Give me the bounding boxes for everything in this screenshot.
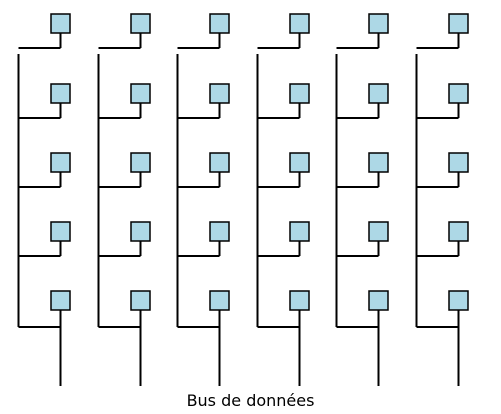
memory-cell-box <box>368 13 389 34</box>
memory-cell-box <box>50 152 71 173</box>
memory-cell-box <box>289 152 310 173</box>
memory-cell-box <box>368 152 389 173</box>
memory-cell-box <box>130 13 151 34</box>
bus-column-2 <box>97 13 151 386</box>
memory-cell-box <box>368 221 389 242</box>
memory-cell-box <box>289 290 310 311</box>
memory-cell-box <box>209 152 230 173</box>
memory-cell-box <box>448 290 469 311</box>
memory-cell-box <box>448 221 469 242</box>
memory-cell-box <box>130 152 151 173</box>
memory-cell-box <box>130 221 151 242</box>
memory-cell-box <box>50 221 71 242</box>
memory-cell-box <box>50 13 71 34</box>
bus-column-3 <box>176 13 230 386</box>
memory-cell-box <box>209 83 230 104</box>
memory-cell-box <box>50 290 71 311</box>
memory-cell-box <box>130 290 151 311</box>
bus-column-5 <box>335 13 389 386</box>
memory-cell-box <box>209 290 230 311</box>
memory-cell-box <box>289 83 310 104</box>
memory-cell-box <box>448 83 469 104</box>
memory-cell-box <box>448 152 469 173</box>
memory-cell-box <box>130 83 151 104</box>
bus-column-6 <box>415 13 469 386</box>
memory-cell-box <box>448 13 469 34</box>
memory-cell-box <box>368 83 389 104</box>
memory-cell-box <box>209 221 230 242</box>
memory-cell-box <box>368 290 389 311</box>
diagram-caption: Bus de données <box>186 391 315 410</box>
memory-cell-box <box>289 221 310 242</box>
bus-column-4 <box>256 13 310 386</box>
memory-cell-box <box>209 13 230 34</box>
memory-cell-box <box>289 13 310 34</box>
memory-cell-box <box>50 83 71 104</box>
bus-column-1 <box>17 13 71 386</box>
